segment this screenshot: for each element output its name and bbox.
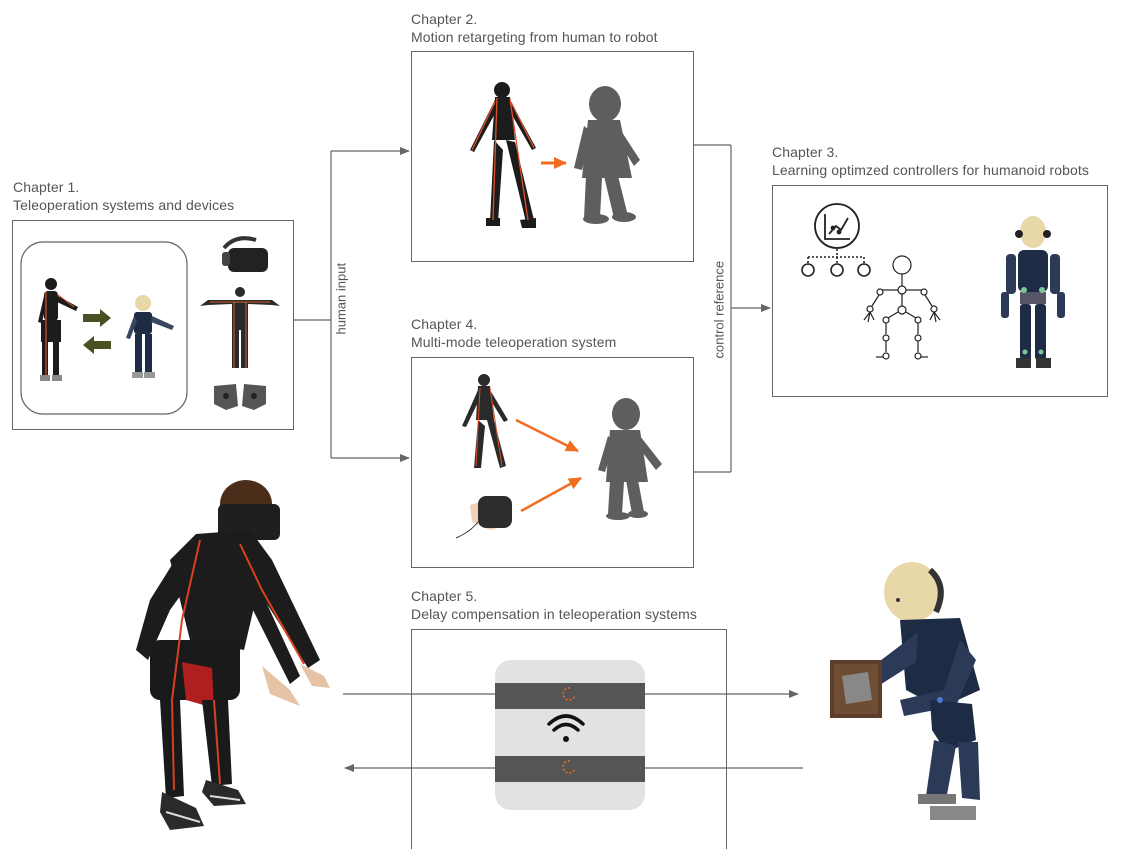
chapter-5-caption: Chapter 5. Delay compensation in teleope… (411, 587, 697, 623)
vr-headset-icon (222, 236, 268, 272)
wifi-icon (547, 714, 585, 742)
mocap-suit-icon (200, 287, 280, 368)
chapter-5-title: Delay compensation in teleoperation syst… (411, 606, 698, 622)
chapter-3-title: Learning optimzed controllers for humano… (772, 162, 1089, 178)
joystick-icon (455, 496, 512, 539)
skeleton-icon (863, 255, 941, 360)
chapter-2-box (411, 51, 694, 262)
chapter-1-title: Teleoperation systems and devices (13, 197, 235, 213)
chapter-3-number: Chapter 3. (772, 144, 839, 160)
chapter-4-number: Chapter 4. (411, 316, 478, 332)
arrow-left-icon (83, 336, 111, 354)
ch1-robot-figure (126, 295, 174, 378)
chapter-2-title: Motion retargeting from human to robot (411, 29, 658, 45)
neural-network-icon (801, 249, 871, 277)
ch2-human-walking-figure (470, 82, 536, 228)
ch4-human-arrow (515, 418, 579, 453)
ch1-operator-figure (38, 278, 78, 381)
network-channel-device (495, 660, 645, 810)
connectors (294, 144, 803, 772)
chapter-2-caption: Chapter 2. Motion retargeting from human… (411, 10, 658, 46)
chapter-1-number: Chapter 1. (13, 179, 80, 195)
robot-carrying-box-figure (830, 562, 980, 820)
chapter-3-caption: Chapter 3. Learning optimzed controllers… (772, 143, 1089, 179)
loading-spinner-icon-2 (562, 760, 576, 774)
chapter-5-number: Chapter 5. (411, 588, 478, 604)
arrow-right-icon (83, 309, 111, 327)
loading-spinner-icon (562, 687, 576, 701)
chapter-4-title: Multi-mode teleoperation system (411, 334, 617, 350)
operator-with-vr-figure (136, 480, 330, 830)
ch2-robot-silhouette (574, 86, 640, 224)
ch1-bidirectional-arrows (83, 309, 111, 354)
ch3-icub-robot (1001, 216, 1065, 368)
ch4-human-figure (462, 374, 508, 468)
chapter-1-caption: Chapter 1. Teleoperation systems and dev… (13, 178, 234, 214)
haptic-glove-icon (214, 384, 266, 410)
chapter-3-box (772, 185, 1108, 397)
chapter-2-number: Chapter 2. (411, 11, 478, 27)
chapter-4-caption: Chapter 4. Multi-mode teleoperation syst… (411, 315, 616, 351)
chapter-4-box (411, 357, 694, 568)
learning-chart-icon (814, 203, 860, 249)
ch4-robot-silhouette (598, 398, 662, 520)
ch4-joystick-arrow (520, 476, 582, 513)
